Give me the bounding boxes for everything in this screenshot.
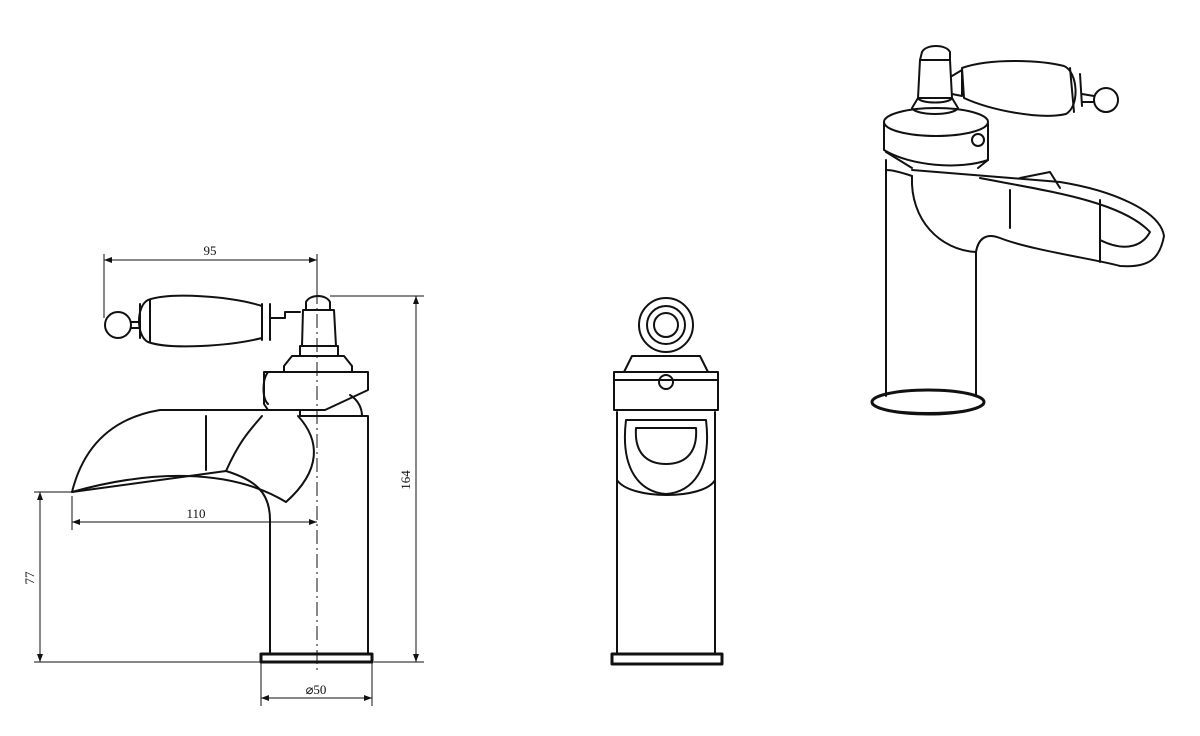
dim-label-spout-reach: 110 [186, 506, 205, 521]
front-spout-inner [634, 427, 698, 465]
persp-spout-tip [1019, 171, 1061, 189]
front-body-waist [616, 479, 716, 496]
spout-flow-line [71, 474, 287, 503]
handle-knob-neck [130, 321, 141, 329]
cartridge-ring [299, 345, 339, 357]
persp-housing-top [883, 107, 989, 137]
persp-housing-hole [971, 133, 985, 147]
dim-label-base-diameter: ⌀50 [306, 682, 327, 697]
persp-body-curve [910, 175, 977, 253]
persp-spout-seams [1009, 189, 1101, 263]
handle-knob [104, 311, 132, 339]
dim-label-spout-height: 77 [22, 571, 37, 585]
handle-collar [269, 311, 301, 319]
spout-back-curve [285, 415, 315, 503]
front-cartridge-dome [623, 355, 709, 373]
housing-neck [349, 394, 363, 417]
front-base-plate [610, 652, 724, 666]
front-view [610, 297, 724, 666]
spout-inner-curve [225, 415, 263, 472]
dim-label-handle-reach: 95 [204, 243, 217, 258]
persp-spout-inner [979, 177, 1151, 248]
dimension-lines: 95 110 164 77 ⌀50 [22, 243, 424, 706]
front-body-sides [616, 411, 716, 655]
front-handle-ring-mid [646, 305, 686, 345]
side-view [71, 290, 374, 672]
side-valve-housing [263, 371, 369, 411]
persp-handle-knob [1093, 87, 1119, 113]
handle-ring [261, 303, 271, 341]
cartridge-cap [305, 295, 331, 311]
cartridge-dome [283, 355, 353, 373]
persp-cartridge-body [917, 59, 953, 99]
persp-cartridge-base [911, 97, 959, 115]
front-handle-ring-outer [638, 297, 694, 353]
front-handle-ring-inner [653, 312, 679, 338]
perspective-view [870, 45, 1165, 416]
cartridge-body [301, 309, 337, 347]
dim-label-total-height: 164 [398, 470, 413, 490]
persp-body-sides [885, 169, 977, 397]
housing-side-cap [262, 371, 269, 405]
handle-lever [138, 294, 263, 348]
front-valve-housing [613, 371, 719, 411]
persp-handle-collar [951, 69, 963, 97]
persp-handle-rings [1069, 67, 1083, 113]
persp-spout-outline [911, 169, 1165, 268]
persp-handle-lever [961, 60, 1077, 117]
front-spout-opening [623, 419, 709, 495]
front-housing-hole [658, 374, 674, 390]
side-body-outline [71, 409, 369, 655]
persp-cartridge-cap [919, 45, 951, 61]
